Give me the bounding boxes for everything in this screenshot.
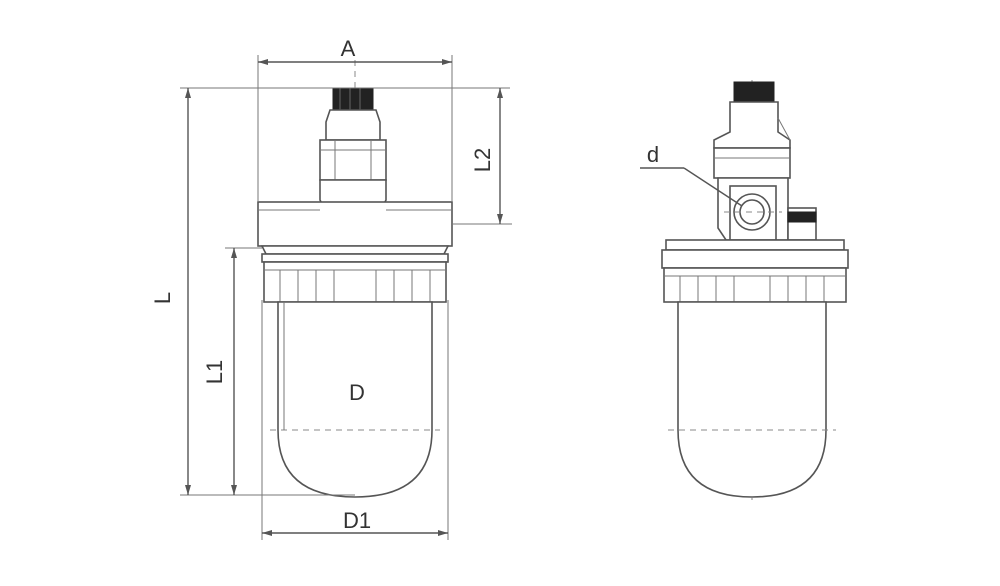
dimension-L1 bbox=[225, 247, 262, 495]
label-A: A bbox=[341, 36, 356, 61]
front-bowl bbox=[277, 301, 433, 498]
label-D1: D1 bbox=[343, 508, 371, 533]
dimension-L bbox=[180, 87, 510, 496]
front-body-block bbox=[257, 201, 453, 247]
dimension-A bbox=[257, 55, 453, 202]
dimension-D1 bbox=[261, 300, 449, 540]
front-thread-cap bbox=[332, 87, 374, 111]
dimension-L2 bbox=[452, 88, 512, 225]
front-view: A L L1 L2 D D1 bbox=[150, 36, 512, 540]
side-bowl bbox=[677, 301, 827, 498]
label-D: D bbox=[349, 380, 365, 405]
front-knurled-ring bbox=[263, 261, 447, 303]
label-L1: L1 bbox=[202, 360, 227, 384]
label-d: d bbox=[647, 142, 659, 167]
label-L2: L2 bbox=[470, 148, 495, 172]
side-thread-cap bbox=[733, 81, 775, 103]
side-view: d bbox=[640, 80, 849, 500]
label-L: L bbox=[150, 292, 175, 304]
